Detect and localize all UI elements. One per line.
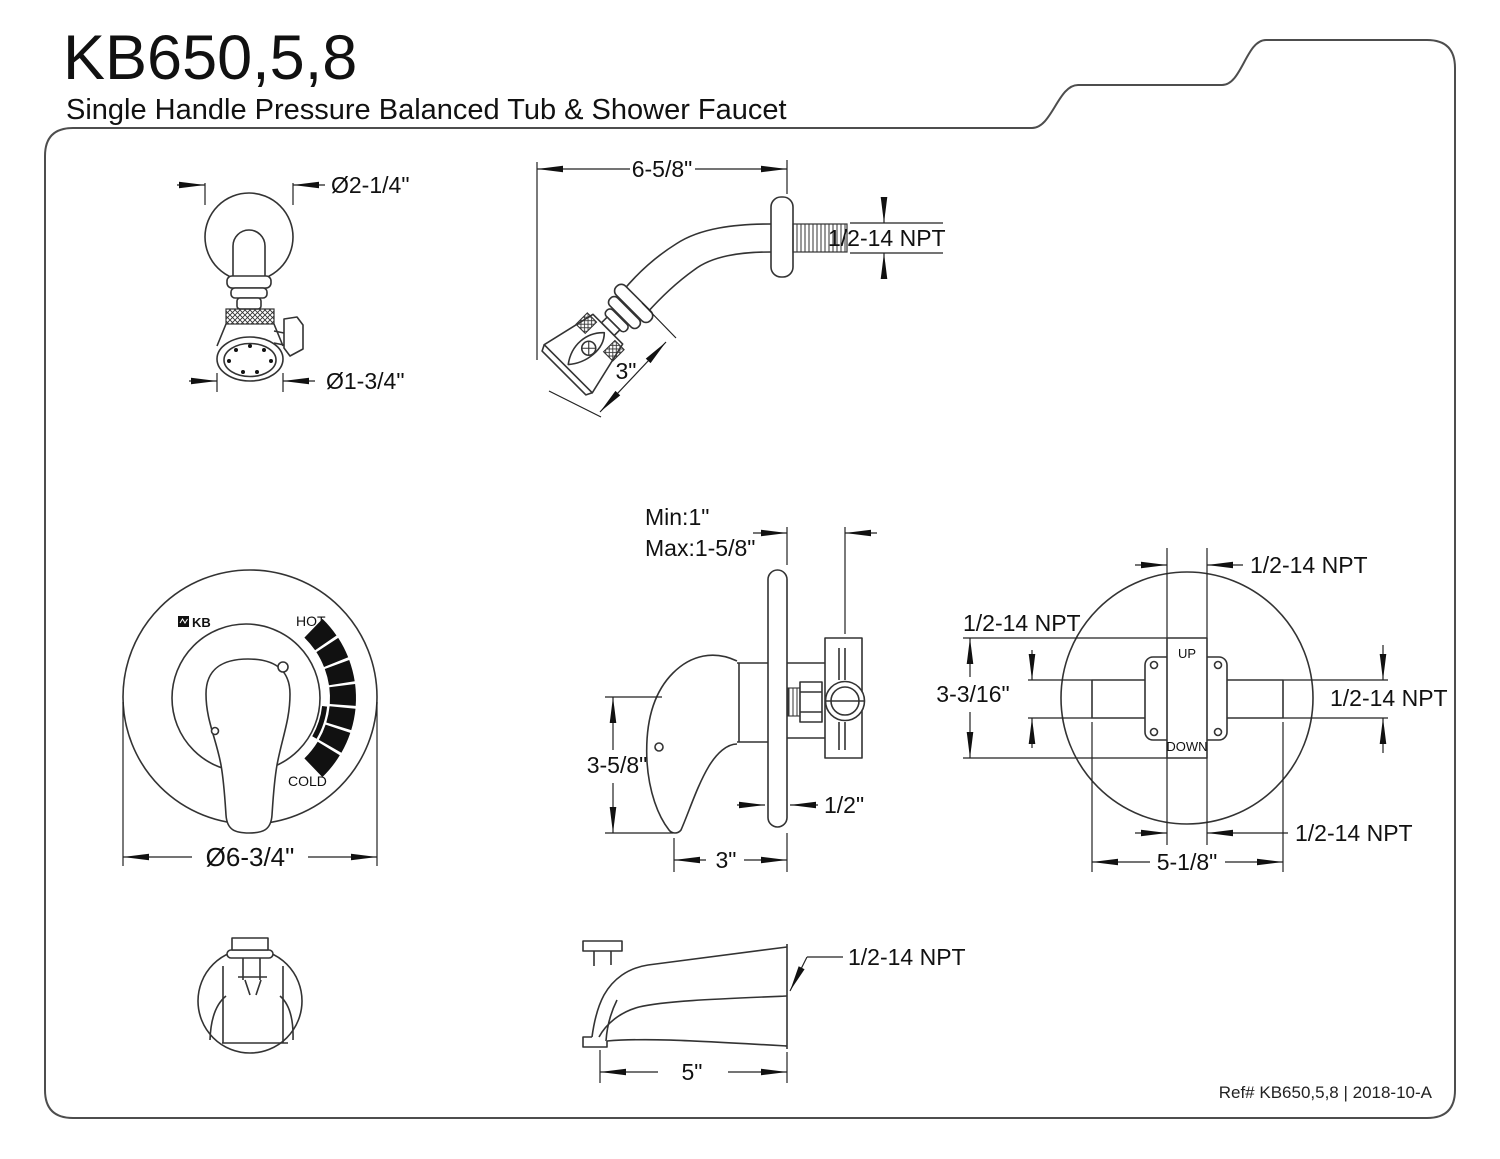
dim-label-body-width: 5-1/8" — [1157, 849, 1218, 875]
handle-set-screw — [277, 661, 289, 673]
brand-logo: KB — [178, 615, 211, 630]
hot-label: HOT — [296, 613, 326, 629]
dim-label-thread: 1/2-14 NPT — [828, 225, 946, 251]
npt-top-label: 1/2-14 NPT — [1250, 552, 1368, 578]
trim-top-view-drawing — [197, 937, 303, 1054]
knurled-ring — [225, 308, 275, 325]
dim-label-depth: 3" — [716, 847, 737, 873]
spout-npt-label: 1/2-14 NPT — [848, 944, 966, 970]
dim-label-wall-min: Min:1" — [645, 504, 709, 530]
dim-label-spout-length: 5" — [682, 1059, 703, 1085]
up-label: UP — [1178, 646, 1196, 661]
lever-handle-front — [205, 658, 291, 834]
handle-tip-top — [231, 937, 269, 951]
spout-bottom-edge — [606, 1038, 788, 1047]
showerhead-front-view-drawing: Ø2-1/4" Ø1-3/4" — [177, 172, 409, 394]
dim-label-escutcheon-diameter: Ø6-3/4" — [206, 842, 295, 872]
bonnet-nut — [799, 681, 823, 723]
down-label: DOWN — [1166, 739, 1207, 754]
adjuster-knob — [283, 316, 304, 357]
diverter-knob — [582, 940, 623, 952]
escutcheon-plate-side — [767, 569, 788, 828]
right-port-pipe — [1223, 679, 1284, 719]
spray-nozzle-dots — [227, 344, 273, 374]
dim-label-wall-max: Max:1-5/8" — [645, 535, 755, 561]
dim-handle-height: 3-5/8" — [587, 696, 673, 834]
lever-handle-side — [645, 654, 738, 834]
npt-bottom-label: 1/2-14 NPT — [1295, 820, 1413, 846]
sheet-border — [44, 39, 1456, 1119]
dim-thread: 1/2-14 NPT — [828, 197, 946, 279]
dim-body-height: 3-3/16" — [936, 638, 1036, 758]
dim-label-arm-length: 6-5/8" — [632, 156, 693, 182]
tub-spout-drawing: 1/2-14 NPT 5" — [582, 940, 966, 1085]
dim-npt-top: 1/2-14 NPT — [1135, 552, 1368, 578]
trim-face-view-drawing: KB HOT COLD Ø6-3/4" — [122, 569, 378, 872]
rough-in-view-drawing: UP DOWN 1/2-14 NPT 1/2-14 NPT 3-3/16" 1/… — [936, 548, 1448, 875]
dim-head-diameter: Ø1-3/4" — [189, 368, 404, 394]
cold-label: COLD — [288, 773, 327, 789]
dim-label-flange-diameter: Ø2-1/4" — [331, 172, 409, 198]
dim-plate-thickness: 1/2" — [737, 792, 864, 818]
npt-callout: 1/2-14 NPT — [789, 944, 966, 992]
npt-left-label: 1/2-14 NPT — [963, 610, 1081, 636]
dim-spout-length: 5" — [599, 1050, 788, 1085]
shower-arm-side-view-drawing: 6-5/8" 1/2-14 NPT 3" — [536, 156, 946, 418]
spray-face-inner — [223, 342, 277, 378]
left-port-pipe — [1091, 679, 1152, 719]
page-subtitle: Single Handle Pressure Balanced Tub & Sh… — [66, 94, 787, 126]
handle-stop — [654, 742, 664, 752]
dim-npt-right: 1/2-14 NPT — [1330, 645, 1448, 753]
wall-flange-side — [770, 196, 794, 278]
dim-depth: 3" — [673, 833, 788, 873]
title-block: KB650,5,8 Single Handle Pressure Balance… — [63, 23, 787, 126]
handle-stem-top — [238, 958, 267, 996]
dim-npt-bottom: 1/2-14 NPT — [1135, 820, 1413, 846]
dim-label-head-diameter: Ø1-3/4" — [326, 368, 404, 394]
npt-threads — [792, 223, 848, 253]
rough-in-circle — [1060, 571, 1314, 825]
dim-label-plate-thickness: 1/2" — [824, 792, 864, 818]
vertical-body-pipe — [1166, 637, 1208, 759]
npt-right-label: 1/2-14 NPT — [1330, 685, 1448, 711]
valve-stem-threads — [787, 687, 801, 717]
dim-label-handle-height: 3-5/8" — [587, 752, 648, 778]
dim-body-width: 5-1/8" — [1092, 849, 1283, 875]
dim-wall-depth-arrows — [753, 527, 877, 634]
page-title: KB650,5,8 — [63, 23, 357, 93]
spout-outlet-lip — [582, 1036, 608, 1048]
dim-arm-length: 6-5/8" — [536, 156, 788, 360]
dim-escutcheon-diameter: Ø6-3/4" — [122, 702, 378, 872]
arm-tube-bottom — [645, 251, 772, 315]
valve-side-view-drawing: Min:1" Max:1-5/8" 3-5/8" 1/2" — [587, 504, 877, 873]
temperature-indicator-band — [304, 618, 356, 778]
dim-flange-diameter: Ø2-1/4" — [177, 172, 409, 205]
arm-tube-top — [621, 223, 772, 293]
handle-pin — [210, 726, 220, 736]
reference-number: Ref# KB650,5,8 | 2018-10-A — [1219, 1083, 1433, 1102]
dim-label-body-height: 3-3/16" — [936, 681, 1009, 707]
dim-label-head-length: 3" — [616, 358, 637, 384]
spout-top-edge — [591, 946, 788, 1038]
logo-text: KB — [192, 615, 211, 630]
dim-head-length: 3" — [548, 302, 677, 418]
